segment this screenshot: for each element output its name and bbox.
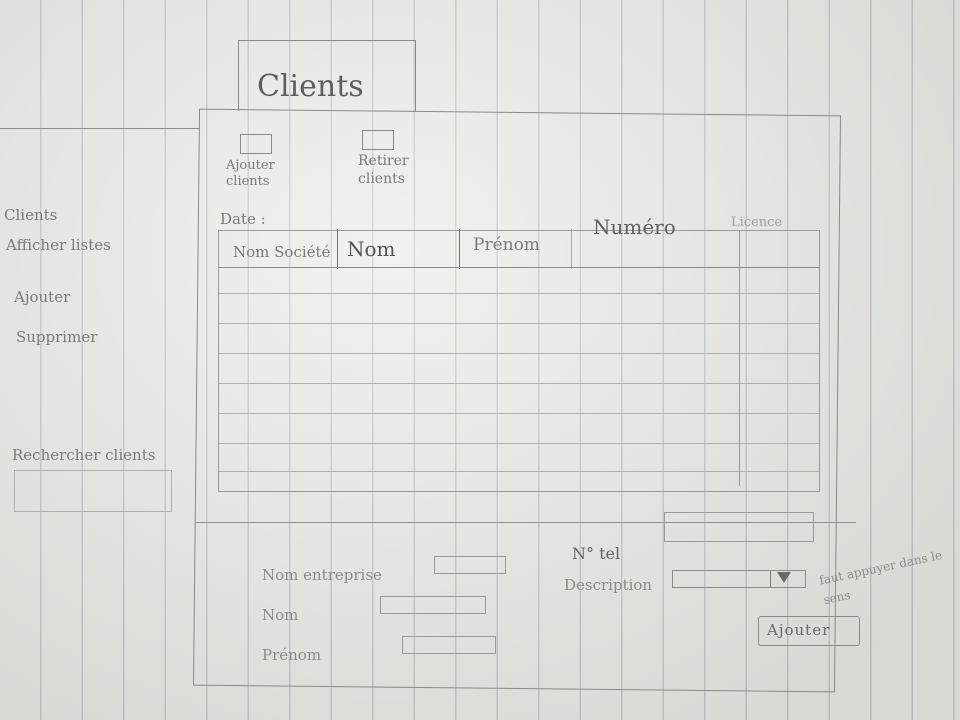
table-inner-border bbox=[739, 231, 740, 486]
column-header-licence[interactable]: Licence bbox=[731, 215, 783, 230]
window-title: Clients bbox=[257, 69, 364, 104]
description-label: Description bbox=[564, 576, 653, 594]
phone-label: N° tel bbox=[572, 544, 621, 563]
select-separator bbox=[770, 571, 771, 587]
sidebar-item-afficher-listes[interactable]: Afficher listes bbox=[6, 236, 111, 254]
sidebar-item-clients[interactable]: Clients bbox=[4, 206, 58, 224]
first-name-label: Prénom bbox=[262, 646, 322, 664]
column-header-numero[interactable]: Numéro bbox=[593, 215, 676, 239]
remove-client-button[interactable]: Retirer clients bbox=[358, 153, 409, 187]
submit-label: Ajouter bbox=[767, 621, 831, 639]
company-name-label: Nom entreprise bbox=[262, 566, 382, 584]
description-select[interactable] bbox=[672, 570, 806, 588]
table-row[interactable] bbox=[219, 293, 819, 294]
table-row[interactable] bbox=[219, 413, 819, 414]
table-row[interactable] bbox=[219, 353, 819, 354]
date-label: Date : bbox=[220, 210, 266, 228]
column-divider bbox=[571, 229, 572, 269]
last-name-label: Nom bbox=[262, 606, 299, 624]
company-name-input[interactable] bbox=[434, 556, 506, 574]
last-name-input[interactable] bbox=[380, 596, 486, 614]
table-row[interactable] bbox=[219, 471, 819, 472]
search-clients-label: Rechercher clients bbox=[12, 446, 156, 464]
column-divider bbox=[337, 229, 338, 269]
clients-table: Nom Société Nom Prénom Numéro Licence bbox=[218, 215, 820, 492]
search-clients-input[interactable] bbox=[14, 470, 172, 512]
column-divider bbox=[459, 229, 460, 269]
add-client-icon[interactable] bbox=[240, 134, 272, 154]
column-header-nom-societe[interactable]: Nom Société bbox=[233, 243, 331, 261]
phone-input[interactable] bbox=[664, 512, 814, 542]
sidebar-item-ajouter[interactable]: Ajouter bbox=[14, 288, 71, 306]
remove-client-icon[interactable] bbox=[362, 130, 394, 150]
table-row[interactable] bbox=[219, 323, 819, 324]
first-name-input[interactable] bbox=[402, 636, 496, 654]
table-row[interactable] bbox=[219, 383, 819, 384]
window-title-tab[interactable]: Clients bbox=[238, 40, 416, 111]
chevron-down-icon bbox=[777, 572, 791, 583]
table-header-border bbox=[219, 267, 819, 268]
table-row[interactable] bbox=[219, 443, 819, 444]
column-header-prenom[interactable]: Prénom bbox=[473, 235, 540, 255]
sidebar-item-supprimer[interactable]: Supprimer bbox=[16, 328, 98, 346]
form-section-divider bbox=[196, 522, 856, 523]
column-header-nom[interactable]: Nom bbox=[347, 237, 396, 261]
sidebar-top-border bbox=[0, 128, 200, 129]
add-client-button[interactable]: Ajouter clients bbox=[226, 158, 275, 189]
add-client-submit-button[interactable]: Ajouter bbox=[758, 616, 860, 646]
